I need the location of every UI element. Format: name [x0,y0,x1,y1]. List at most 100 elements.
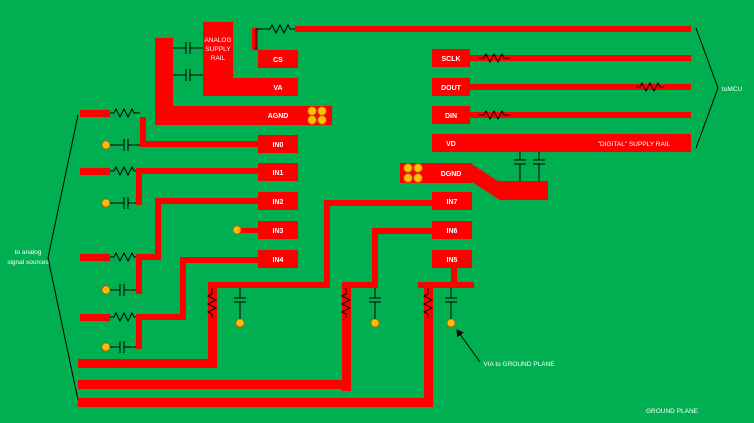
pin-label: VD [446,141,456,148]
capacitor-icon [110,284,136,296]
pin-in6: IN6 [432,221,472,239]
via-icon [370,318,380,328]
pin-in0: IN0 [258,135,298,153]
via-icon [317,115,327,125]
via-note-label: VIA to GROUND PLANE [483,361,555,368]
trace-in2-bottom [136,254,161,260]
trace-in6-horizontal [342,282,378,288]
resistor-icon [422,288,434,318]
trace-in7-horizontal [208,282,330,288]
trace-in7-top [324,200,432,206]
resistor-icon [478,109,510,121]
pin-dout: DOUT [432,78,470,96]
via-icon [101,140,111,150]
pin-label: IN1 [273,170,284,177]
via-icon [413,163,423,173]
trace-in7-vert [324,200,330,287]
analog-rail-label-line2: SUPPLY [205,46,231,53]
pin-label: IN2 [273,199,284,206]
pin-in5: IN5 [432,250,472,268]
trace-din [470,112,691,118]
pin-in2: IN2 [258,192,298,210]
via-icon [307,115,317,125]
capacitor-icon [173,42,203,54]
via-icon [403,173,413,183]
trace-in2-entry [80,254,110,261]
pin-in1: IN1 [258,163,298,181]
resistor-icon [206,288,218,318]
trace-in4-entry [80,314,110,321]
curly-brace-icon [47,114,79,401]
trace-in5-stub [451,268,457,288]
traces [78,22,691,407]
trace-sclk [470,55,691,61]
pin-label: AGND [268,113,289,120]
pin-label: IN5 [447,257,458,264]
resistor-icon [110,107,140,119]
pin-label: SCLK [441,56,460,63]
trace-in2-top [155,198,258,204]
trace-in5-horizontal [418,282,474,288]
pin-label: IN7 [447,199,458,206]
capacitor-icon [445,288,457,319]
pin-va: VA [258,78,298,96]
cs-link-a [252,28,258,50]
resistor-icon [478,52,510,64]
trace-in6-bottom [78,380,351,389]
pin-label: IN0 [273,142,284,149]
pin-cs: CS [258,50,298,68]
trace-in3-stub [240,228,258,233]
trace-in1-drop [136,168,142,205]
vias [101,106,456,352]
pin-sclk: SCLK [432,49,470,67]
capacitor-icon [110,197,136,209]
trace-in1 [136,168,258,174]
pin-label: DOUT [441,85,462,92]
pin-vd: VD [432,134,470,152]
via-icon [403,163,413,173]
pin-in3: IN3 [258,221,298,239]
digital-supply-rail [470,134,691,152]
pin-label: IN4 [273,257,284,264]
trace-in4-horizontal [180,257,258,263]
capacitor-icon [369,288,381,319]
trace-in7-bottom [78,359,217,368]
pin-label: VA [273,85,282,92]
resistor-icon [340,288,352,318]
pin-in7: IN7 [432,192,472,210]
digital-rail-label: "DIGITAL" SUPPLY RAIL [598,141,671,148]
analog-rail-label-line1: ANALOG [204,37,231,44]
trace-in1-entry [80,168,110,175]
components [47,23,719,401]
capacitor-icon [533,152,545,181]
via-icon [307,106,317,116]
trace-in6-vert [372,228,378,287]
to-analog-label-line1: to analog [15,249,42,256]
to-mcu-label: toMCU [722,86,743,93]
via-icon [317,106,327,116]
agnd-bus [155,106,258,125]
trace-in6-down [342,282,351,391]
analog-rail-label-line3: RAIL [211,55,226,62]
to-analog-label-line2: signal sources [7,259,49,266]
trace-in5-down [424,282,433,407]
capacitor-icon [234,288,246,319]
pin-label: DIN [445,113,457,120]
trace-in0-drop [140,117,146,147]
via-icon [101,198,111,208]
trace-in2-drop [136,254,142,294]
capacitor-icon [514,152,526,181]
agnd-left-vertical [155,38,173,125]
via-icon [101,285,111,295]
top-trace [295,26,691,32]
trace-dout [470,84,691,90]
pin-label: IN3 [273,228,284,235]
trace-in7-down [208,282,217,367]
via-icon [101,342,111,352]
capacitor-icon [110,139,140,151]
resistor-icon [256,23,295,35]
pin-label: DGND [441,171,462,178]
arrow-icon [456,329,481,363]
pin-label: CS [273,57,283,64]
